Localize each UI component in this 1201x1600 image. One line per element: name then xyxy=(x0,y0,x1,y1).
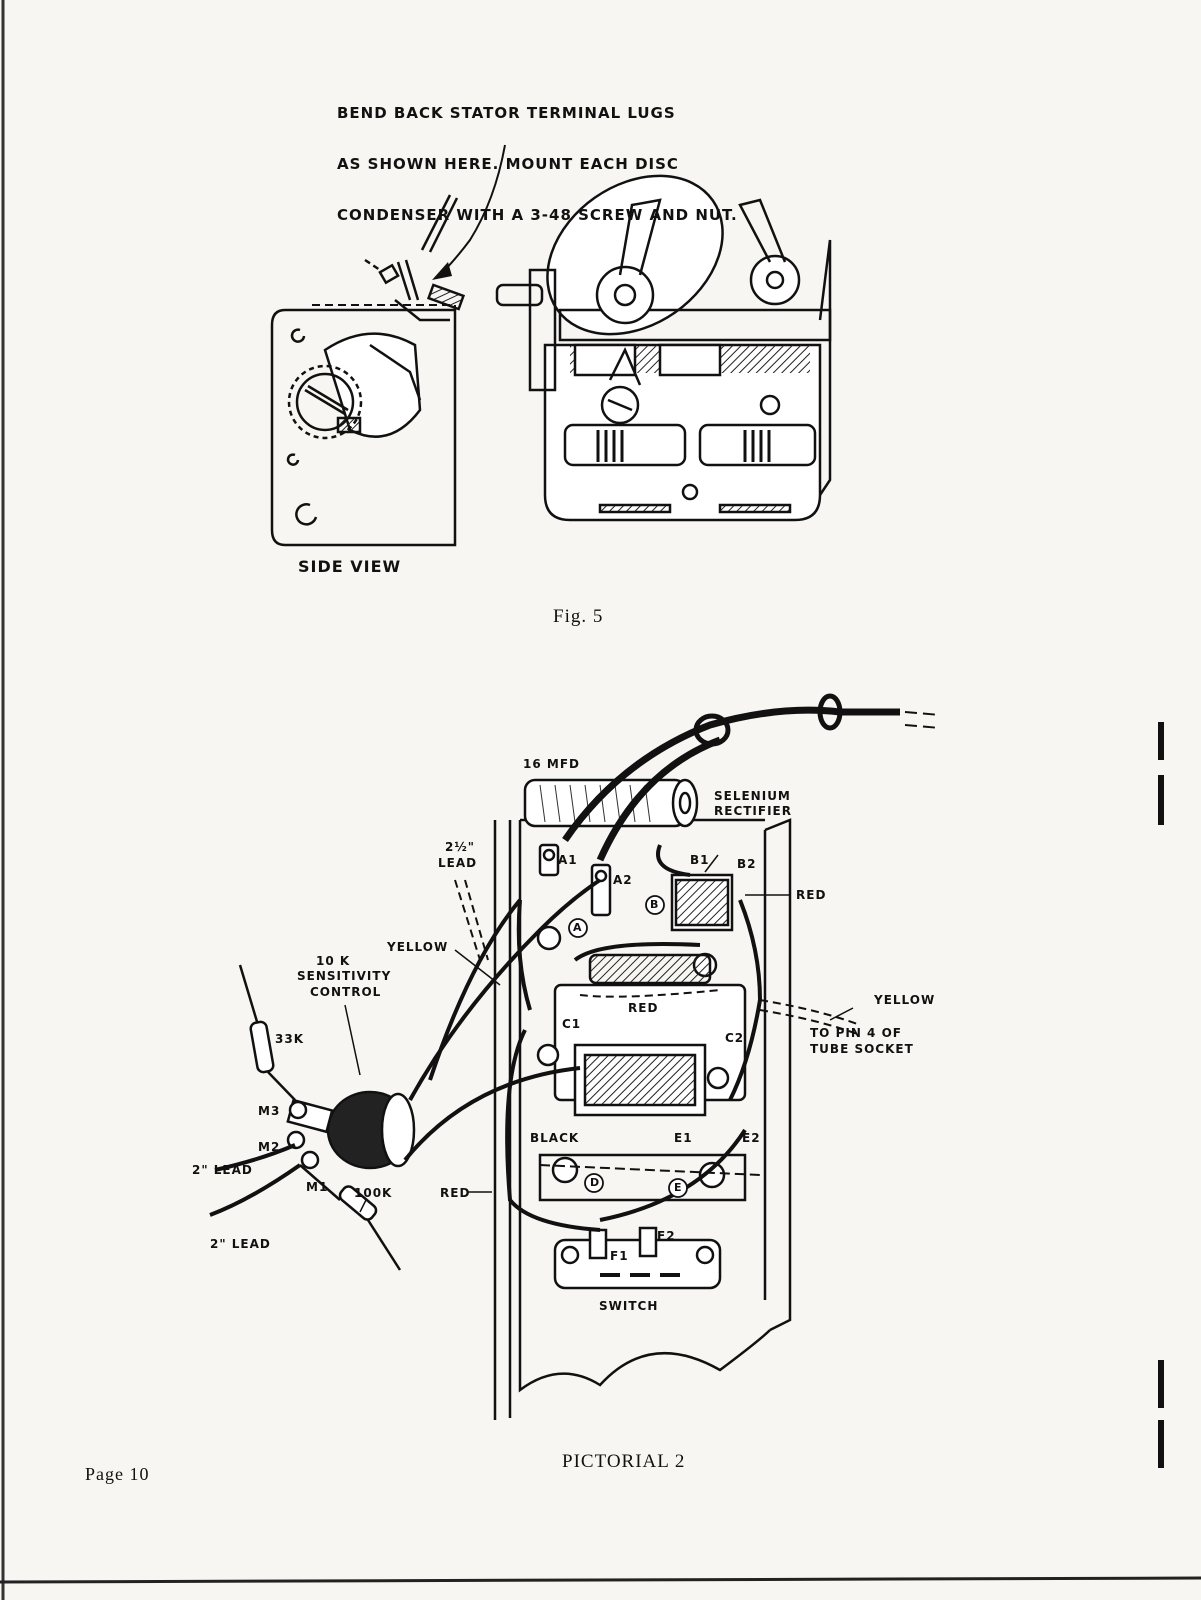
fig5-note-line-1: BEND BACK STATOR TERMINAL LUGS xyxy=(337,104,676,122)
punch-marks xyxy=(1158,722,1164,1468)
pictorial2-caption: PICTORIAL 2 xyxy=(562,1451,686,1472)
label-pin4: TO PIN 4 OF xyxy=(810,1026,902,1040)
label-m2: M2 xyxy=(258,1140,281,1154)
label-selenium: SELENIUM xyxy=(714,789,791,803)
disc-condenser-side xyxy=(364,194,466,322)
slide-switch xyxy=(553,1226,722,1290)
label-yellow-left: YELLOW xyxy=(387,940,449,954)
leader-arrow xyxy=(439,144,506,276)
label-33k: 33K xyxy=(275,1032,304,1046)
label-2half: 2½" xyxy=(445,840,476,854)
label-sensitivity: SENSITIVITY xyxy=(297,969,392,983)
fig5-note-line-3: CONDENSER WITH A 3-48 SCREW AND NUT. xyxy=(337,206,738,224)
leader-lines xyxy=(344,854,854,1213)
dashed-wires xyxy=(454,879,861,1036)
label-a2: A2 xyxy=(613,873,633,887)
side-view-label: SIDE VIEW xyxy=(298,557,402,576)
label-red-top: RED xyxy=(796,888,827,902)
page-bottom-edge xyxy=(0,1576,1201,1584)
fig5-caption: Fig. 5 xyxy=(553,606,604,627)
output-transformer xyxy=(536,953,747,1117)
label-e2: E2 xyxy=(742,1131,761,1145)
label-yellow-right: YELLOW xyxy=(874,993,936,1007)
label-black: BLACK xyxy=(530,1131,580,1145)
label-10k: 10 K xyxy=(316,954,351,968)
label-a1: A1 xyxy=(558,853,578,867)
label-a: A xyxy=(573,921,583,934)
label-b1: B1 xyxy=(690,853,710,867)
label-2half-lead: LEAD xyxy=(438,856,478,870)
mounting-plate-de xyxy=(538,1153,747,1202)
label-b2: B2 xyxy=(737,857,757,871)
label-100k: 100K xyxy=(354,1186,393,1200)
circle-markers xyxy=(568,895,688,1198)
selenium-rectifier xyxy=(670,873,734,932)
label-m1: M1 xyxy=(306,1180,329,1194)
wires xyxy=(209,844,763,1232)
label-2-lead-a: 2" LEAD xyxy=(192,1163,253,1177)
side-view-bracket xyxy=(270,304,457,547)
label-d: D xyxy=(590,1176,601,1189)
label-f2: F2 xyxy=(657,1229,676,1243)
label-16mfd: 16 MFD xyxy=(523,757,580,771)
page-number: Page 10 xyxy=(85,1464,150,1484)
resistor-100k xyxy=(299,1164,402,1271)
potentiometer-10k xyxy=(286,1090,416,1170)
label-red-mid: RED xyxy=(628,1001,659,1015)
label-2-lead-b: 2" LEAD xyxy=(210,1237,271,1251)
label-e: E xyxy=(674,1181,683,1194)
resistor-33k xyxy=(238,964,296,1101)
tuning-capacitor xyxy=(495,174,832,522)
label-control: CONTROL xyxy=(310,985,382,999)
label-rectifier: RECTIFIER xyxy=(714,804,792,818)
power-cord xyxy=(562,693,900,862)
fig5-note: BEND BACK STATOR TERMINAL LUGS AS SHOWN … xyxy=(337,71,738,241)
label-red-low: RED xyxy=(440,1186,471,1200)
fig5-note-line-2: AS SHOWN HERE. MOUNT EACH DISC xyxy=(337,155,679,173)
label-c1: C1 xyxy=(562,1017,582,1031)
label-f1: F1 xyxy=(610,1249,629,1263)
label-e1: E1 xyxy=(674,1131,693,1145)
label-tube-socket: TUBE SOCKET xyxy=(810,1042,914,1056)
label-switch: SWITCH xyxy=(599,1299,659,1313)
label-m3: M3 xyxy=(258,1104,281,1118)
label-b: B xyxy=(650,898,660,911)
label-c2: C2 xyxy=(725,1031,745,1045)
